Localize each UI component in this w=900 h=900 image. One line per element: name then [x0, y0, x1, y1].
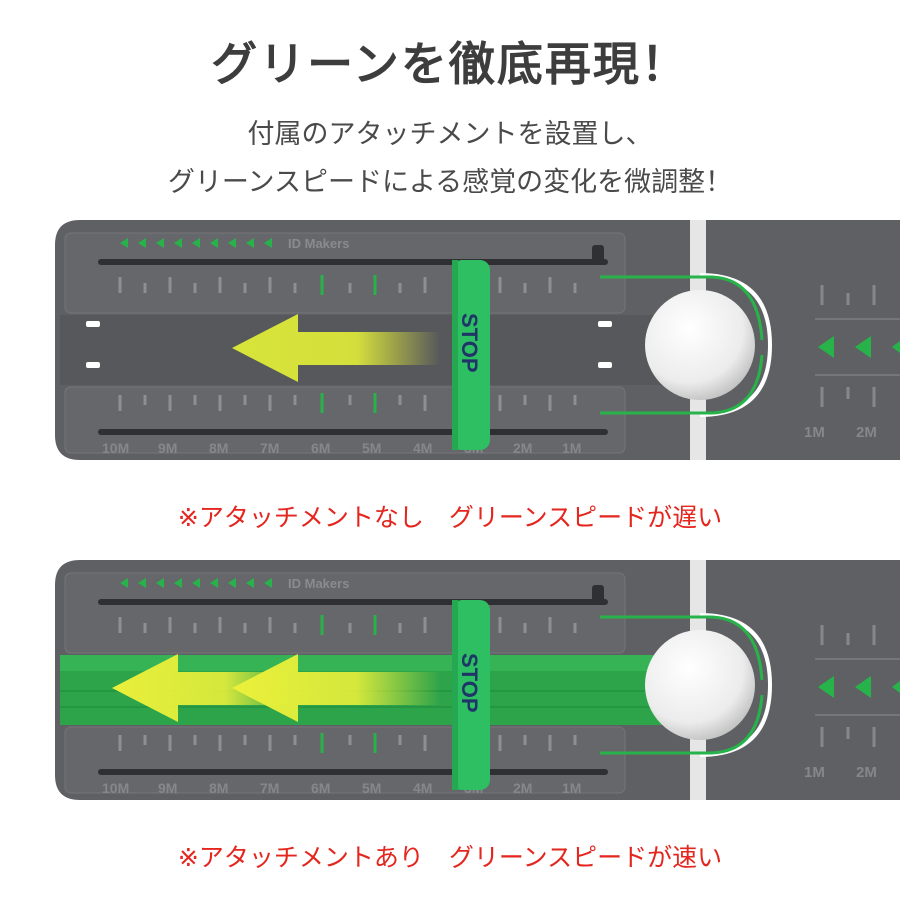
roll-direction-arrow-1	[112, 654, 300, 722]
distance-label-8m: 8M	[209, 780, 228, 796]
distance-label-1m: 1M	[562, 780, 581, 796]
distance-labels: 10M 9M 8M 7M 6M 5M 4M 3M 2M 1M	[102, 780, 581, 796]
upper-scale-ticks	[118, 277, 577, 293]
right-label-2m: 2M	[856, 764, 877, 781]
distance-label-6m: 6M	[311, 780, 330, 796]
distance-label-9m: 9M	[158, 780, 177, 796]
distance-label-8m: 8M	[209, 440, 228, 456]
distance-label-7m: 7M	[260, 440, 279, 456]
caption-with-attachment: ※アタッチメントあり グリーンスピードが速い	[177, 843, 723, 872]
stop-band	[452, 260, 490, 450]
distance-label-4m: 4M	[413, 780, 432, 796]
subtitle-line-1: 付属のアタッチメントを設置し、	[247, 119, 653, 150]
distance-label-10m: 10M	[102, 440, 129, 456]
distance-label-1m: 1M	[562, 440, 581, 456]
distance-label-2m: 2M	[513, 780, 532, 796]
subtitle-line-2: グリーンスピードによる感覚の変化を微調整！	[167, 167, 733, 198]
right-label-1m: 1M	[804, 764, 825, 781]
putting-mat-no-attachment: ID Makers	[0, 215, 900, 475]
distance-label-4m: 4M	[413, 440, 432, 456]
putting-mat-illustration-2: ID Makers	[55, 560, 900, 800]
distance-labels: 10M 9M 8M 7M 6M 5M 4M 3M 2M 1M	[102, 440, 581, 456]
direction-chevrons	[120, 238, 272, 248]
stop-label: STOP	[457, 653, 482, 713]
lower-scale-ticks	[118, 735, 577, 751]
distance-label-5m: 5M	[362, 440, 381, 456]
lower-scale-ticks	[118, 395, 577, 411]
distance-label-2m: 2M	[513, 440, 532, 456]
right-label-1m: 1M	[804, 424, 825, 441]
brand-logo: ID Makers	[288, 576, 349, 591]
stop-band	[452, 600, 490, 790]
distance-label-6m: 6M	[311, 440, 330, 456]
headline: グリーンを徹底再現！	[211, 37, 689, 91]
putting-mat-with-attachment: ID Makers	[0, 555, 900, 815]
right-label-2m: 2M	[856, 424, 877, 441]
stop-label: STOP	[457, 313, 482, 373]
upper-scale-ticks	[118, 617, 577, 633]
golf-ball	[645, 290, 755, 400]
distance-label-9m: 9M	[158, 440, 177, 456]
roll-direction-arrow	[232, 314, 440, 382]
golf-ball	[645, 630, 755, 740]
distance-label-10m: 10M	[102, 780, 129, 796]
direction-chevrons	[120, 578, 272, 588]
putting-mat-illustration-1: ID Makers	[55, 220, 900, 460]
distance-label-5m: 5M	[362, 780, 381, 796]
brand-logo: ID Makers	[288, 236, 349, 251]
roll-direction-arrow-2	[232, 654, 440, 722]
distance-label-7m: 7M	[260, 780, 279, 796]
caption-no-attachment: ※アタッチメントなし グリーンスピードが遅い	[177, 503, 723, 532]
